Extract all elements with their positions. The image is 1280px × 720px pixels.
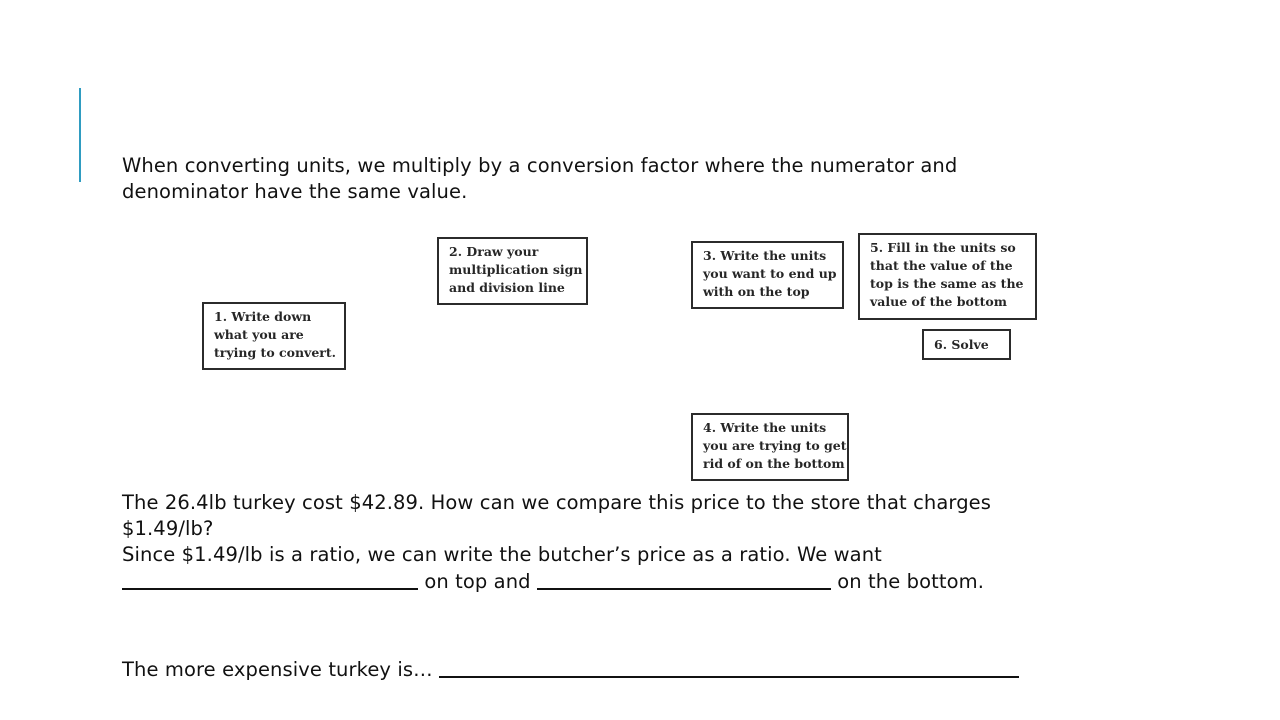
step-1-line-3: trying to convert. [214, 345, 336, 360]
top-units-blank[interactable] [122, 568, 418, 590]
step-box-2: 2. Draw your multiplication sign and div… [437, 237, 588, 305]
step-box-3: 3. Write the units you want to end up wi… [691, 241, 844, 309]
step-1-line-1: 1. Write down [214, 309, 312, 324]
step-5-line-2: that the value of the [870, 258, 1013, 273]
intro-paragraph: When converting units, we multiply by a … [122, 153, 957, 205]
intro-line-1: When converting units, we multiply by a … [122, 154, 958, 177]
question-line-4: on top and on the bottom. [122, 568, 991, 595]
step-4-line-3: rid of on the bottom [703, 456, 845, 471]
expensive-turkey-blank[interactable] [439, 656, 1020, 678]
step-4-line-1: 4. Write the units [703, 420, 827, 435]
question-line-1: The 26.4lb turkey cost $42.89. How can w… [122, 491, 992, 514]
bottom-units-blank[interactable] [536, 568, 831, 590]
step-4-line-2: you are trying to get [703, 438, 847, 453]
question-line-3: Since $1.49/lb is a ratio, we can write … [122, 543, 882, 566]
step-3-line-2: you want to end up [703, 266, 837, 281]
question-paragraph: The 26.4lb turkey cost $42.89. How can w… [122, 490, 991, 595]
step-2-line-1: 2. Draw your [449, 244, 539, 259]
step-5-line-3: top is the same as the [870, 276, 1024, 291]
on-top-text: on top and [424, 570, 531, 593]
step-box-1: 1. Write down what you are trying to con… [202, 302, 346, 370]
step-2-line-3: and division line [449, 280, 565, 295]
conclusion-line: The more expensive turkey is… [122, 656, 1020, 683]
step-6-line-1: 6. Solve [934, 337, 989, 352]
step-box-6: 6. Solve [922, 329, 1011, 360]
intro-line-2: denominator have the same value. [122, 180, 468, 203]
conclusion-prompt: The more expensive turkey is… [122, 658, 433, 681]
step-3-line-3: with on the top [703, 284, 810, 299]
on-bottom-text: on the bottom. [837, 570, 985, 593]
step-1-line-2: what you are [214, 327, 304, 342]
step-3-line-1: 3. Write the units [703, 248, 827, 263]
step-2-line-2: multiplication sign [449, 262, 583, 277]
question-line-2: $1.49/lb? [122, 517, 214, 540]
step-5-line-1: 5. Fill in the units so [870, 240, 1016, 255]
step-box-4: 4. Write the units you are trying to get… [691, 413, 849, 481]
accent-bar [79, 88, 81, 182]
step-box-5: 5. Fill in the units so that the value o… [858, 233, 1037, 320]
step-5-line-4: value of the bottom [870, 294, 1007, 309]
